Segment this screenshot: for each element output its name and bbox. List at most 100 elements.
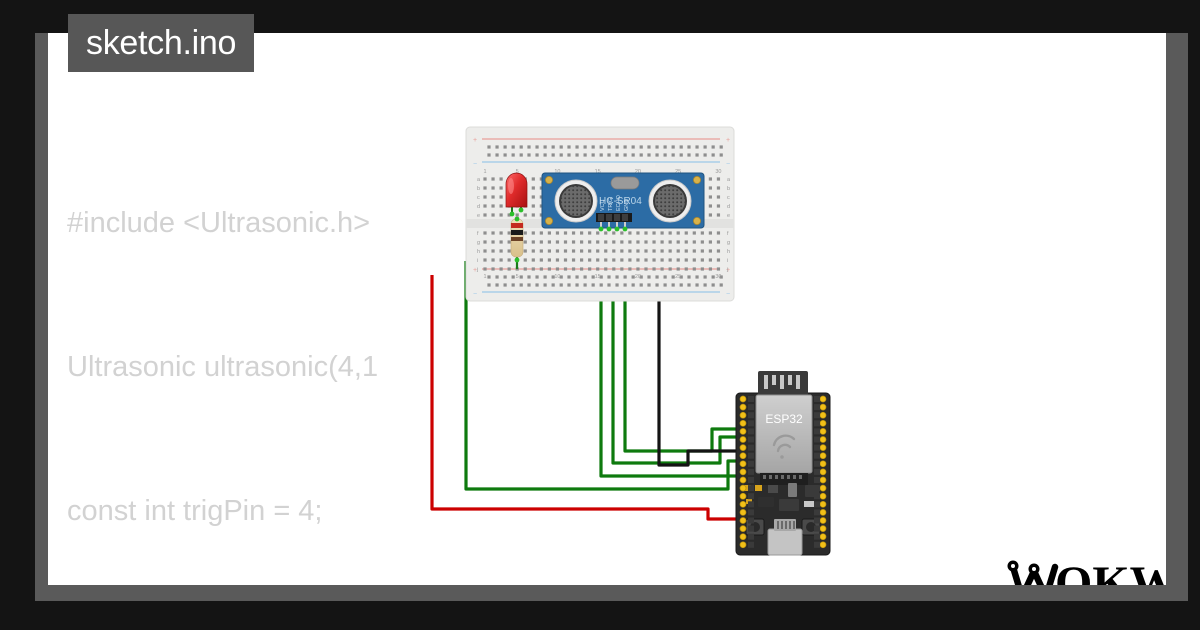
esp32-pin[interactable] bbox=[739, 500, 747, 508]
esp32-pin[interactable] bbox=[819, 428, 827, 435]
wifi-icon bbox=[772, 434, 796, 459]
svg-text:5: 5 bbox=[516, 274, 519, 280]
svg-text:i: i bbox=[727, 258, 728, 264]
esp32-pin[interactable] bbox=[819, 500, 827, 508]
esp32-pin[interactable] bbox=[819, 476, 827, 484]
esp32-pin[interactable] bbox=[739, 533, 747, 541]
svg-text:e: e bbox=[477, 213, 480, 219]
svg-text:1: 1 bbox=[483, 169, 486, 175]
sensor-pin-label-trig: TRIG bbox=[608, 198, 614, 211]
esp32-pin[interactable] bbox=[819, 525, 827, 532]
resistor[interactable] bbox=[510, 216, 524, 269]
esp32-pin[interactable] bbox=[739, 428, 747, 435]
code-line: #include <Ultrasonic.h> bbox=[67, 207, 371, 239]
wire-led[interactable] bbox=[464, 261, 748, 491]
sensor-label: HC-SR04 bbox=[599, 196, 642, 207]
esp32-pin[interactable] bbox=[819, 395, 827, 403]
esp32-pin[interactable] bbox=[739, 452, 747, 460]
esp32-pin[interactable] bbox=[819, 436, 827, 443]
svg-text:1: 1 bbox=[483, 274, 486, 280]
esp32-pin[interactable] bbox=[819, 468, 827, 476]
esp32-module-label: ESP32 bbox=[765, 412, 803, 426]
esp32-pin-header-left[interactable] bbox=[739, 395, 754, 549]
svg-text:b: b bbox=[727, 186, 730, 192]
rail-minus-label: − bbox=[473, 161, 477, 168]
code-line: Ultrasonic ultrasonic(4,1 bbox=[67, 351, 379, 383]
esp32-pin[interactable] bbox=[739, 509, 747, 516]
esp32-pin[interactable] bbox=[739, 436, 747, 443]
svg-text:b: b bbox=[477, 186, 480, 192]
sensor-pin-label-vcc: VCC bbox=[600, 199, 606, 211]
code-editor-text: #include <Ultrasonic.h> Ultrasonic ultra… bbox=[67, 103, 707, 585]
wire-gnd[interactable] bbox=[657, 252, 748, 467]
esp32-devkit[interactable]: ESP32 bbox=[735, 371, 831, 556]
rail-plus-label: + bbox=[726, 137, 730, 144]
esp32-pin[interactable] bbox=[819, 484, 827, 492]
esp32-pin[interactable] bbox=[819, 444, 827, 451]
status-bar bbox=[48, 585, 1186, 601]
esp32-pin[interactable] bbox=[739, 517, 747, 524]
esp32-pin[interactable] bbox=[819, 533, 827, 541]
circuit-diagram[interactable]: + − + − + − + − aabbccddeeffgghhiijj1155… bbox=[48, 33, 1166, 585]
esp32-pin[interactable] bbox=[819, 403, 827, 411]
svg-text:25: 25 bbox=[675, 274, 681, 280]
svg-text:j: j bbox=[726, 267, 728, 273]
esp32-pin[interactable] bbox=[739, 468, 747, 476]
wire-trig[interactable] bbox=[611, 229, 748, 465]
wokwi-wordmark: OKWi bbox=[1055, 557, 1166, 585]
esp32-pin[interactable] bbox=[819, 419, 827, 427]
esp32-pin[interactable] bbox=[819, 411, 827, 419]
svg-text:h: h bbox=[727, 249, 730, 255]
esp32-pin[interactable] bbox=[739, 419, 747, 427]
rail-minus-label: − bbox=[726, 291, 730, 298]
tab-sketch-ino[interactable]: sketch.ino bbox=[68, 14, 255, 72]
esp32-pin[interactable] bbox=[739, 411, 747, 419]
svg-text:10: 10 bbox=[554, 274, 560, 280]
svg-text:d: d bbox=[477, 204, 480, 210]
ultrasonic-sensor[interactable]: HC-SR04 VCC TRIG ECHO GN bbox=[541, 172, 705, 232]
esp32-pin[interactable] bbox=[739, 492, 747, 500]
svg-text:j: j bbox=[476, 267, 478, 273]
esp32-pin[interactable] bbox=[819, 452, 827, 460]
svg-text:25: 25 bbox=[675, 169, 681, 175]
esp32-pin[interactable] bbox=[819, 460, 827, 468]
svg-text:g: g bbox=[477, 240, 480, 246]
svg-text:d: d bbox=[727, 204, 730, 210]
svg-text:h: h bbox=[477, 249, 480, 255]
esp32-pin[interactable] bbox=[739, 476, 747, 484]
svg-text:15: 15 bbox=[595, 169, 601, 175]
svg-text:a: a bbox=[477, 177, 481, 183]
esp32-pin[interactable] bbox=[819, 541, 827, 549]
esp32-pin[interactable] bbox=[739, 403, 747, 411]
wokwi-canvas-panel: #include <Ultrasonic.h> Ultrasonic ultra… bbox=[48, 33, 1166, 585]
svg-text:15: 15 bbox=[595, 274, 601, 280]
wire-vcc[interactable] bbox=[430, 275, 748, 521]
svg-text:f: f bbox=[727, 231, 729, 237]
rail-plus-label: + bbox=[473, 137, 477, 144]
esp32-pin[interactable] bbox=[739, 460, 747, 468]
rail-minus-label: − bbox=[473, 291, 477, 298]
rail-minus-label: − bbox=[726, 161, 730, 168]
esp32-pin[interactable] bbox=[739, 541, 747, 549]
esp32-pin[interactable] bbox=[819, 509, 827, 516]
esp32-pin[interactable] bbox=[819, 492, 827, 500]
esp32-pin[interactable] bbox=[739, 525, 747, 532]
svg-text:c: c bbox=[727, 195, 730, 201]
red-led[interactable] bbox=[505, 172, 528, 217]
esp32-pin[interactable] bbox=[739, 484, 747, 492]
esp32-pin-header-right[interactable] bbox=[814, 395, 827, 549]
esp32-pin[interactable] bbox=[819, 517, 827, 524]
svg-text:5: 5 bbox=[516, 169, 519, 175]
tab-label: sketch.ino bbox=[86, 24, 237, 62]
svg-text:c: c bbox=[477, 195, 480, 201]
sensor-pin-label-gnd: GND bbox=[624, 199, 630, 211]
esp32-pin[interactable] bbox=[739, 395, 747, 403]
wire-group[interactable] bbox=[430, 229, 748, 521]
svg-text:g: g bbox=[727, 240, 730, 246]
svg-text:e: e bbox=[727, 213, 730, 219]
esp32-pin[interactable] bbox=[739, 444, 747, 451]
rail-plus-label: + bbox=[726, 267, 730, 274]
svg-text:30: 30 bbox=[715, 169, 721, 175]
